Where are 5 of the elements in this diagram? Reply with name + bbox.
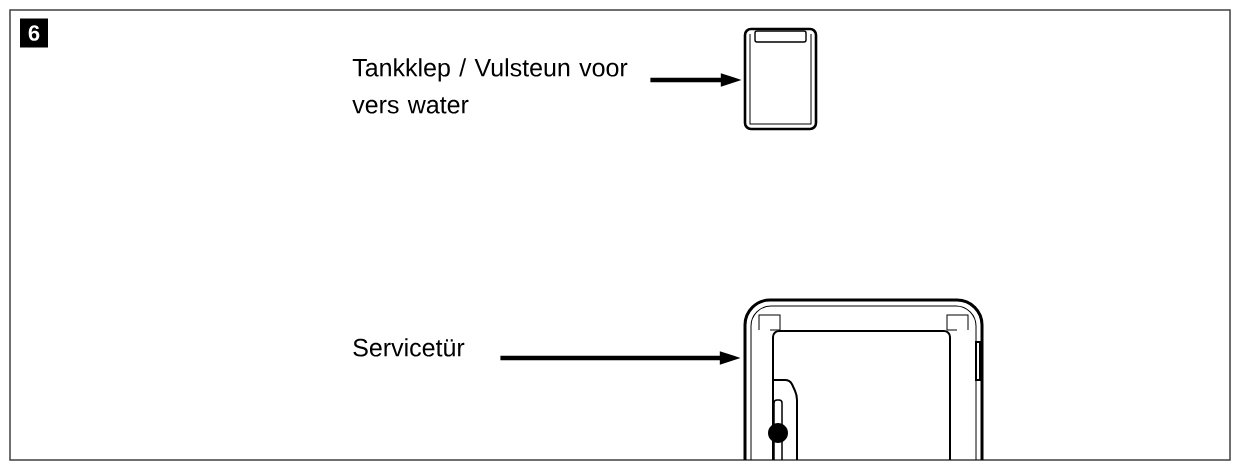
part-label: Servicetür — [353, 338, 465, 357]
tank-flap-drawing — [743, 27, 818, 131]
service-door-drawing — [743, 298, 984, 461]
step-number: 6 — [20, 18, 48, 48]
part-label: Tankklep / Vulsteun voor vers water — [352, 58, 628, 114]
